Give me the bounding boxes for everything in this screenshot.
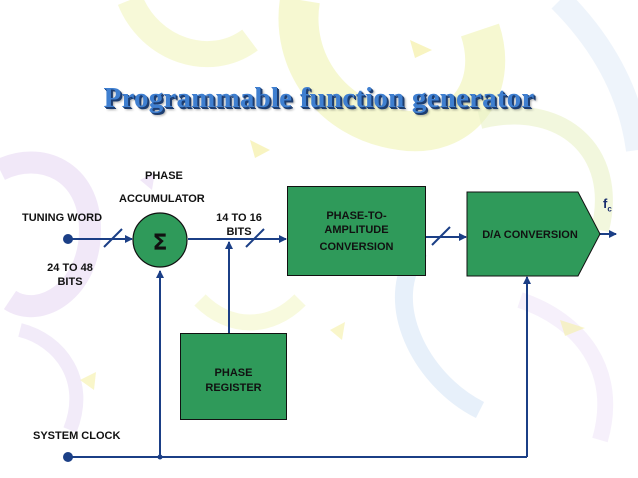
mid-bits-label-2: BITS — [226, 226, 252, 238]
phase-to-amplitude-block: PHASE-TO- AMPLITUDE CONVERSION — [287, 186, 426, 276]
mid-bits-label-1: 14 TO 16 — [216, 212, 262, 224]
phase-register-line1: PHASE — [214, 367, 253, 379]
output-symbol: f — [603, 196, 608, 211]
phase-register-line2: REGISTER — [205, 382, 262, 394]
accumulator-label: ACCUMULATOR — [119, 193, 205, 205]
tuning-bits-label-2: BITS — [57, 276, 83, 288]
phase-label: PHASE — [145, 170, 183, 182]
tuning-bits-label-1: 24 TO 48 — [47, 262, 93, 274]
tuning-word-label: TUNING WORD — [22, 212, 103, 224]
slide-title: Programmable function generator — [103, 82, 535, 114]
pta-label-line2: AMPLITUDE — [324, 224, 389, 236]
pta-label-line1: PHASE-TO- — [326, 210, 387, 222]
system-clock-label: SYSTEM CLOCK — [33, 430, 121, 442]
output-subscript: c — [607, 204, 612, 214]
pta-label-line3: CONVERSION — [319, 241, 394, 253]
output-frequency-label: fc — [603, 197, 612, 216]
phase-register-block: PHASE REGISTER — [180, 333, 287, 420]
